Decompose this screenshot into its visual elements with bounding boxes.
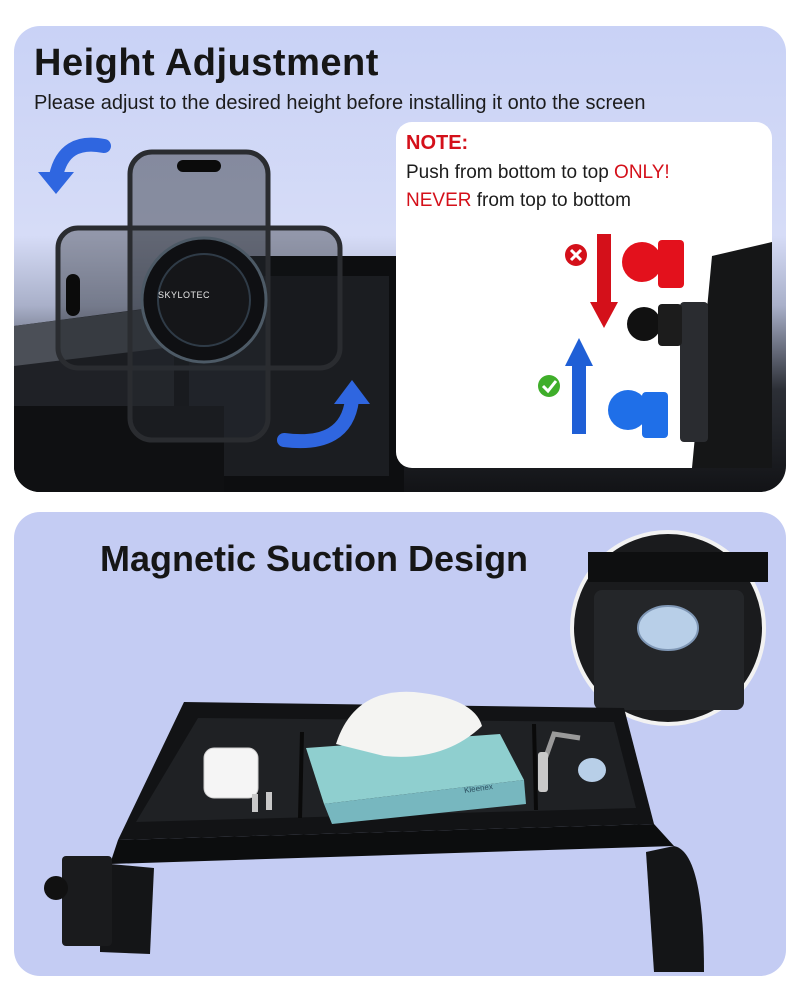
note-line-1-emphasis: ONLY! [614,162,670,183]
storage-tray-illustration [44,691,704,972]
note-label: NOTE: [406,132,469,154]
down-arrow-icon [590,234,618,328]
magnet-closeup [570,530,768,726]
note-line-1-text: Push from bottom to top [406,162,615,183]
note-card: NOTE: Push from bottom to top ONLY! NEVE… [396,122,772,468]
check-mark-icon [538,375,560,397]
up-arrow-icon [565,338,593,434]
rotate-arrow-icon [38,137,111,194]
mount-direction-diagram [538,234,772,468]
phone-mount-illustration [55,149,343,443]
brand-label: SKYLOTEC [158,290,211,300]
panel-subtitle: Please adjust to the desired height befo… [34,92,646,114]
x-mark-icon [565,244,587,266]
rotate-arrow-icon [277,380,370,449]
panel-title: Magnetic Suction Design [100,538,529,579]
note-line-1: Push from bottom to top ONLY! [406,162,670,184]
panel-title: Height Adjustment [34,42,379,84]
magnetic-suction-panel: Magnetic Suction Design Kleenex [14,512,786,976]
note-line-2-text: from top to bottom [471,190,631,211]
note-line-2-emphasis: NEVER [406,190,472,211]
note-line-2: NEVER from top to bottom [406,190,631,212]
height-adjustment-panel: Height Adjustment Please adjust to the d… [14,26,786,492]
